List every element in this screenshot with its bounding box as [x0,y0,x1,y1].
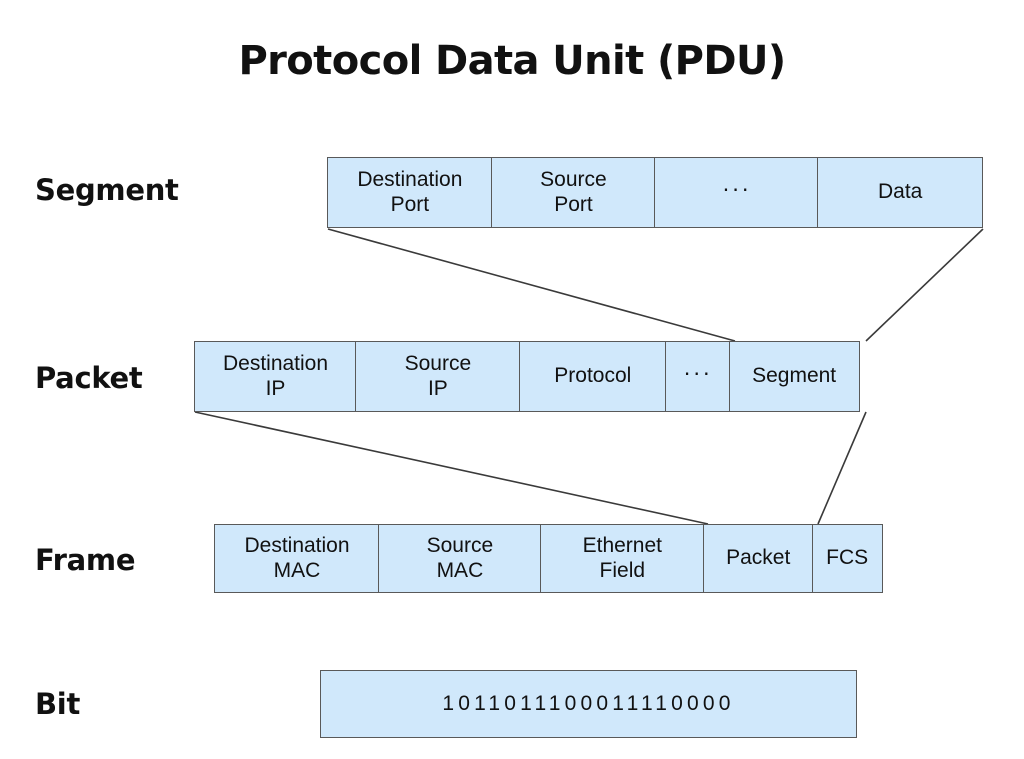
cell-packet[interactable]: Packet [703,524,814,593]
cell-fcs[interactable]: FCS [811,524,883,593]
pdu-row-frame: Destination MAC Source MAC Ethernet Fiel… [214,524,889,593]
cell-ethernet-field[interactable]: Ethernet Field [539,524,705,593]
connector-packet-right [817,411,867,525]
cell-source-ip[interactable]: Source IP [355,341,521,412]
pdu-row-packet: Destination IP Source IP Protocol ··· Se… [194,341,866,412]
connector-segment-right [865,228,984,342]
cell-segment-ellipsis[interactable]: ··· [654,157,819,228]
cell-packet-ellipsis[interactable]: ··· [665,341,731,412]
cell-protocol[interactable]: Protocol [518,341,667,412]
cell-data[interactable]: Data [817,157,983,228]
row-label-segment: Segment [35,173,179,207]
cell-destination-mac[interactable]: Destination MAC [214,524,380,593]
cell-source-port[interactable]: Source Port [491,157,656,228]
cell-destination-port[interactable]: Destination Port [327,157,493,228]
pdu-row-segment: Destination Port Source Port ··· Data [327,157,983,228]
row-label-packet: Packet [35,361,143,395]
row-label-frame: Frame [35,543,136,577]
cell-source-mac[interactable]: Source MAC [378,524,542,593]
pdu-row-bit[interactable]: 1011011100011110000 [320,670,857,738]
connector-segment-left [327,228,736,342]
row-label-bit: Bit [35,687,81,721]
cell-destination-ip[interactable]: Destination IP [194,341,357,412]
page-title: Protocol Data Unit (PDU) [238,38,786,84]
cell-segment[interactable]: Segment [728,341,860,412]
bit-stream-text: 1011011100011110000 [442,692,735,715]
connector-packet-left [194,411,709,525]
